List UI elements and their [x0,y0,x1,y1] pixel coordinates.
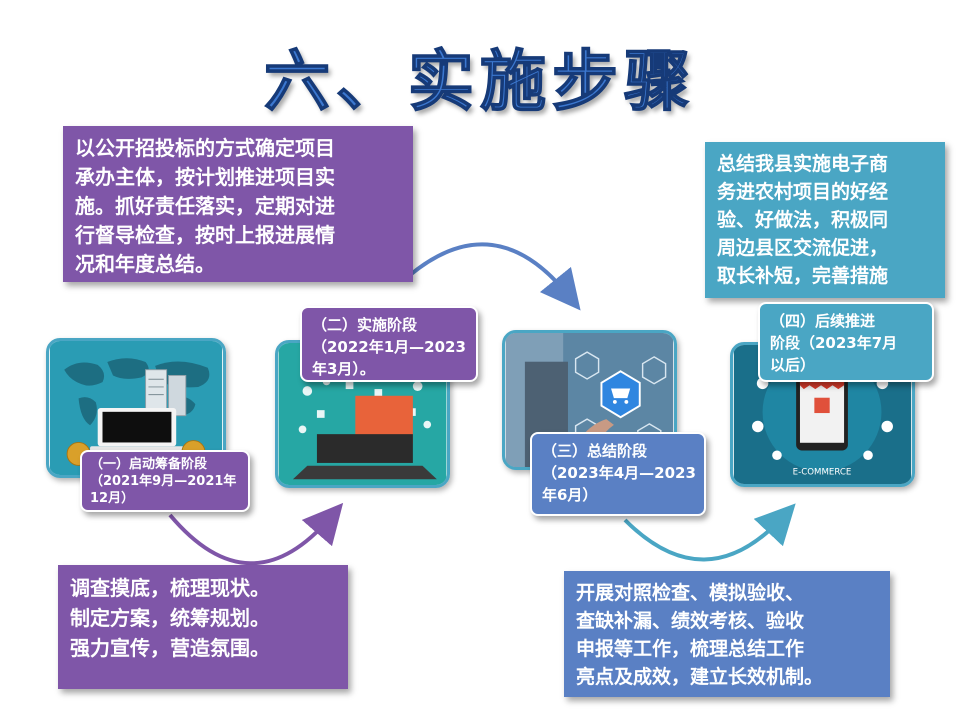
arrow-stage2-to-stage3 [408,242,581,311]
stage3-desc-line: 申报等工作，梳理总结工作 [576,638,805,660]
ecommerce-label: E-COMMERCE [793,467,852,477]
stage2-label-line: （2022年1月—2023 [312,338,466,356]
arrow-stage1-to-stage2 [168,502,344,566]
stage3-label-line: 年6月） [542,486,598,504]
stage2-desc-line: 施。抓好责任落实，定期对进 [75,194,335,218]
stage1-desc-line: 调查摸底，梳理现状。 [70,576,270,600]
stage4-label: （四）后续推进 阶段（2023年7月 以后） [758,302,934,382]
stage1-desc-line: 强力宣传，营造氛围。 [70,636,270,660]
stage3-desc-line: 开展对照检查、模拟验收、 [576,582,805,604]
stage3-label-line: （三）总结阶段 [542,442,648,460]
stage1-label-line: （2021年9月—2021年 [90,474,237,489]
page-title: 六、实施步骤 [263,41,696,121]
stage2-description: 以公开招投标的方式确定项目 承办主体，按计划推进项目实 施。抓好责任落实，定期对… [63,126,413,282]
stage2-desc-line: 行督导检查，按时上报进展情 [75,223,335,247]
stage4-desc-line: 验、好做法，积极同 [717,209,889,231]
stage3-desc-line: 亮点及成效，建立长效机制。 [576,666,824,688]
stage2-desc-line: 承办主体，按计划推进项目实 [75,165,335,189]
stage4-label-line: （四）后续推进 [770,312,876,330]
stage2-label-line: 年3月）。 [312,360,375,378]
stage3-label-line: （2023年4月—2023 [542,464,696,482]
stage1-label-line: 12月） [90,491,135,506]
stage4-label-line: 以后） [770,356,816,374]
stage2-desc-line: 况和年度总结。 [75,252,215,276]
stage3-label: （三）总结阶段 （2023年4月—2023 年6月） [530,432,706,516]
stage1-label: （一）启动筹备阶段 （2021年9月—2021年 12月） [80,450,250,512]
stage4-desc-line: 周边县区交流促进， [717,237,889,259]
stage2-label-line: （二）实施阶段 [312,316,418,334]
stage4-label-line: 阶段（2023年7月 [770,334,898,352]
stage2-desc-line: 以公开招投标的方式确定项目 [75,136,335,160]
stage3-desc-line: 查缺补漏、绩效考核、验收 [576,610,805,632]
stage1-label-line: （一）启动筹备阶段 [90,457,208,472]
stage1-desc-line: 制定方案，统筹规划。 [70,606,270,630]
stage2-label: （二）实施阶段 （2022年1月—2023 年3月）。 [300,306,478,382]
stage4-desc-line: 务进农村项目的好经 [717,181,889,203]
stage4-desc-line: 取长补短，完善措施 [717,265,889,287]
stage4-description: 总结我县实施电子商 务进农村项目的好经 验、好做法，积极同 周边县区交流促进， … [705,142,945,298]
stage4-desc-line: 总结我县实施电子商 [717,153,889,175]
stage3-description: 开展对照检查、模拟验收、 查缺补漏、绩效考核、验收 申报等工作，梳理总结工作 亮… [564,571,890,697]
arrow-stage3-to-stage4 [623,503,796,562]
stage1-description: 调查摸底，梳理现状。 制定方案，统筹规划。 强力宣传，营造氛围。 [58,565,348,689]
